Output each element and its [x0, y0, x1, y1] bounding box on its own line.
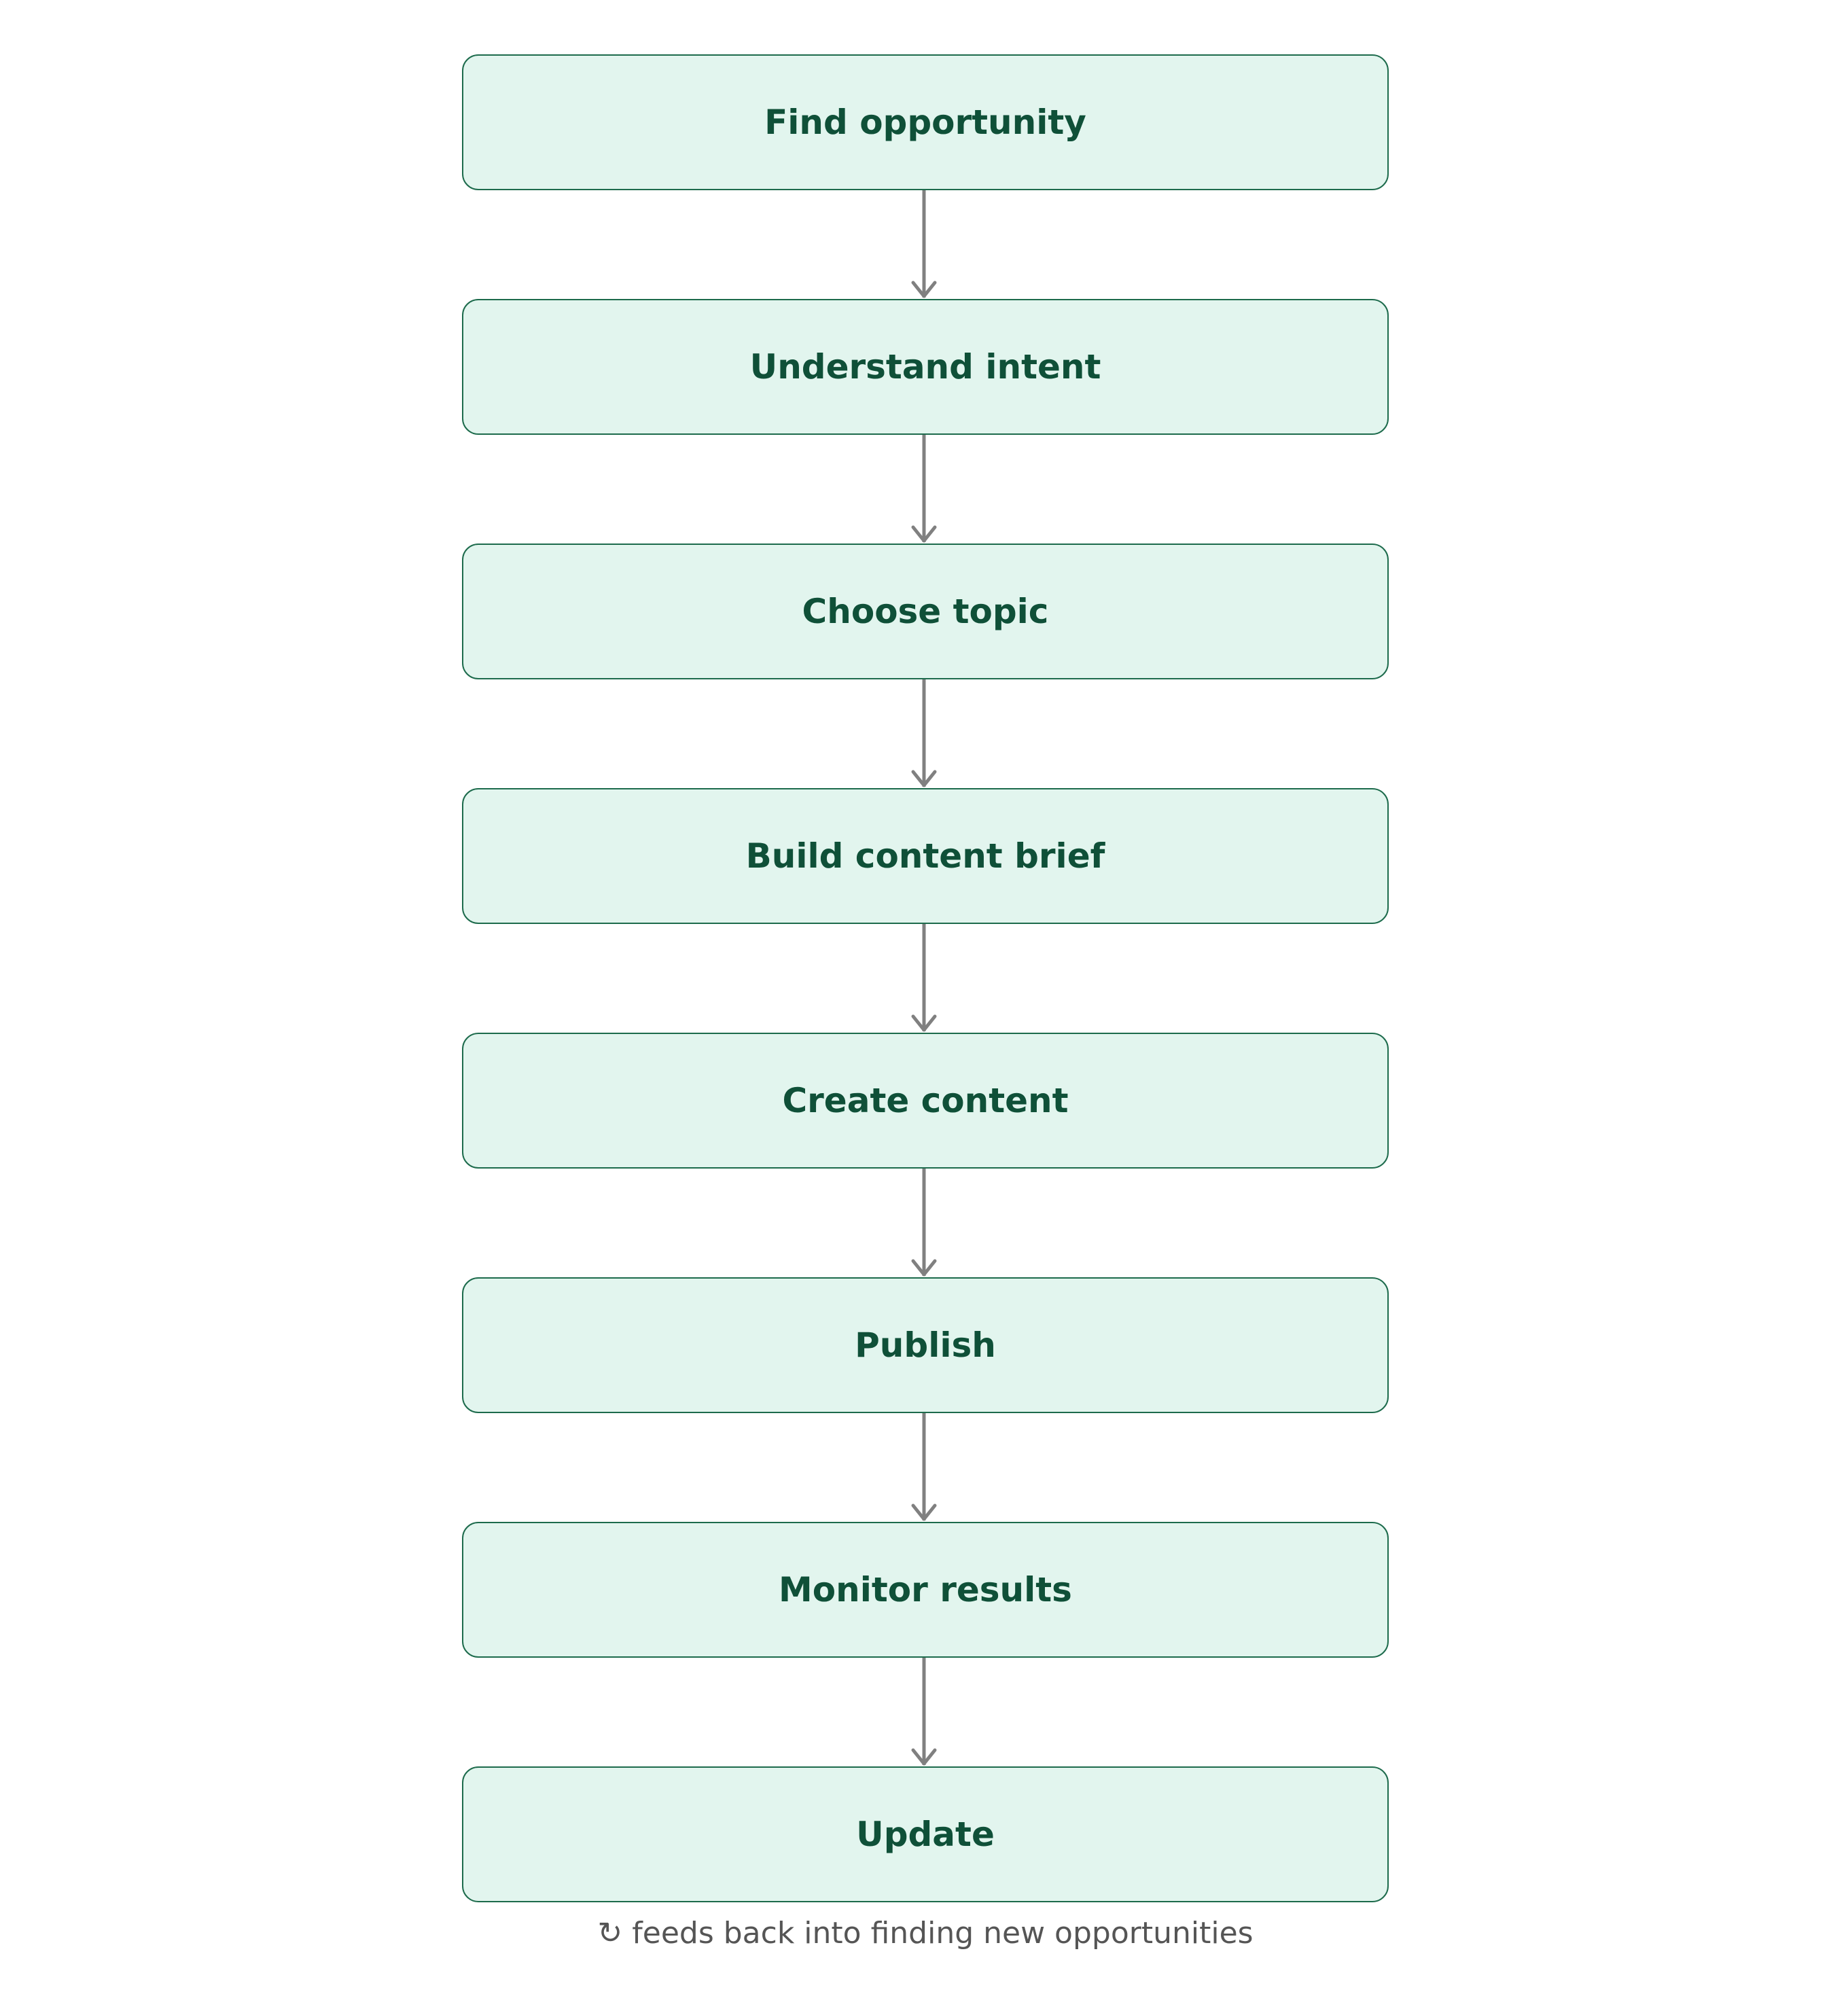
step-box: Update — [462, 1766, 1389, 1902]
loop-note-text: feeds back into finding new opportunitie… — [632, 1915, 1254, 1951]
step-box: Monitor results — [462, 1522, 1389, 1658]
connector-arrow — [908, 190, 940, 299]
step-label: Build content brief — [745, 836, 1105, 876]
arrow-down-icon — [911, 1169, 937, 1277]
connector-arrow — [908, 924, 940, 1033]
step-box: Publish — [462, 1277, 1389, 1413]
arrow-head — [911, 281, 937, 298]
step-label: Choose topic — [802, 592, 1049, 631]
step-label: Monitor results — [779, 1570, 1072, 1609]
connector-arrow — [908, 1658, 940, 1766]
arrow-head — [911, 1014, 937, 1032]
arrow-down-icon — [911, 190, 937, 298]
arrow-down-icon — [911, 924, 937, 1032]
connector-arrow — [908, 1413, 940, 1522]
connector-arrow — [908, 435, 940, 544]
step-box: Build content brief — [462, 788, 1389, 924]
step-box: Choose topic — [462, 544, 1389, 679]
connector-arrow — [908, 1169, 940, 1277]
step-label: Update — [856, 1815, 995, 1854]
arrow-down-icon — [911, 1413, 937, 1521]
arrow-down-icon — [911, 679, 937, 787]
arrow-head — [911, 1748, 937, 1766]
arrow-head — [911, 1503, 937, 1521]
arrow-head — [911, 1259, 937, 1277]
step-label: Create content — [782, 1081, 1069, 1120]
step-box: Find opportunity — [462, 54, 1389, 190]
arrow-head — [911, 770, 937, 787]
step-label: Understand intent — [749, 347, 1101, 387]
arrow-down-icon — [911, 1658, 937, 1766]
step-box: Create content — [462, 1033, 1389, 1169]
connector-arrow — [908, 679, 940, 788]
arrow-down-icon — [911, 435, 937, 543]
step-label: Publish — [855, 1325, 996, 1365]
loop-arrow-icon: ↻ — [597, 1915, 623, 1951]
step-label: Find opportunity — [764, 103, 1086, 142]
arrow-head — [911, 525, 937, 543]
step-box: Understand intent — [462, 299, 1389, 435]
loop-note: ↻ feeds back into finding new opportunit… — [462, 1909, 1389, 1957]
